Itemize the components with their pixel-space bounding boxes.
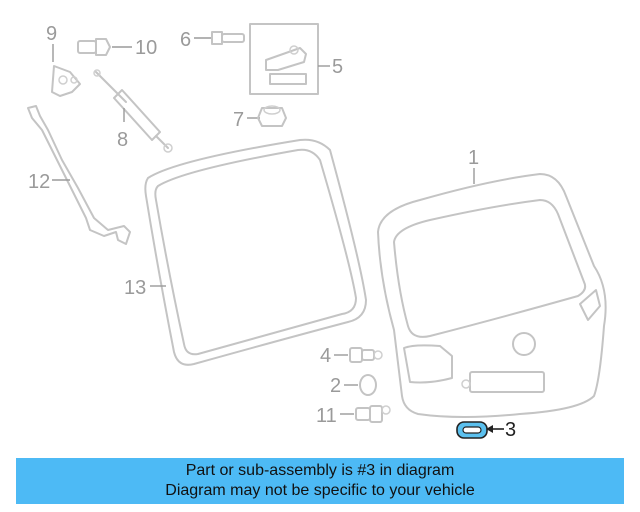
part-5-hinge-assembly [249,23,319,95]
part-13-rear-glass [144,138,367,366]
callout-4: 4 [320,345,331,367]
caption-line-1: Part or sub-assembly is #3 in diagram [185,462,455,479]
callout-8: 8 [117,129,128,151]
part-6-bolt [194,31,245,45]
part-11-bumper [355,405,391,423]
callout-9: 9 [46,23,57,45]
callout-12: 12 [28,171,50,193]
part-9-hinge-bracket [51,65,81,97]
callout-3: 3 [505,419,516,441]
callout-10: 10 [135,37,157,59]
part-3-highlighted [456,421,488,439]
part-1-liftgate [377,173,607,418]
callout-1: 1 [468,147,479,169]
callout-5: 5 [332,56,343,78]
callout-7: 7 [233,109,244,131]
part-2-grommet [359,374,377,396]
part-8-gas-strut [93,69,173,153]
part-4-bump-stop [349,347,383,363]
part-10-bolt [77,38,132,56]
part-12-bracket [27,105,131,245]
parts-diagram: 9 10 6 5 7 8 12 [27,23,607,441]
callout-6: 6 [180,29,191,51]
callout-13: 13 [124,277,146,299]
part-7-nut [257,105,287,127]
callout-11: 11 [316,405,337,427]
caption-line-2: Diagram may not be specific to your vehi… [165,482,475,499]
callout-2: 2 [330,375,341,397]
caption-banner: Part or sub-assembly is #3 in diagram Di… [16,458,624,504]
